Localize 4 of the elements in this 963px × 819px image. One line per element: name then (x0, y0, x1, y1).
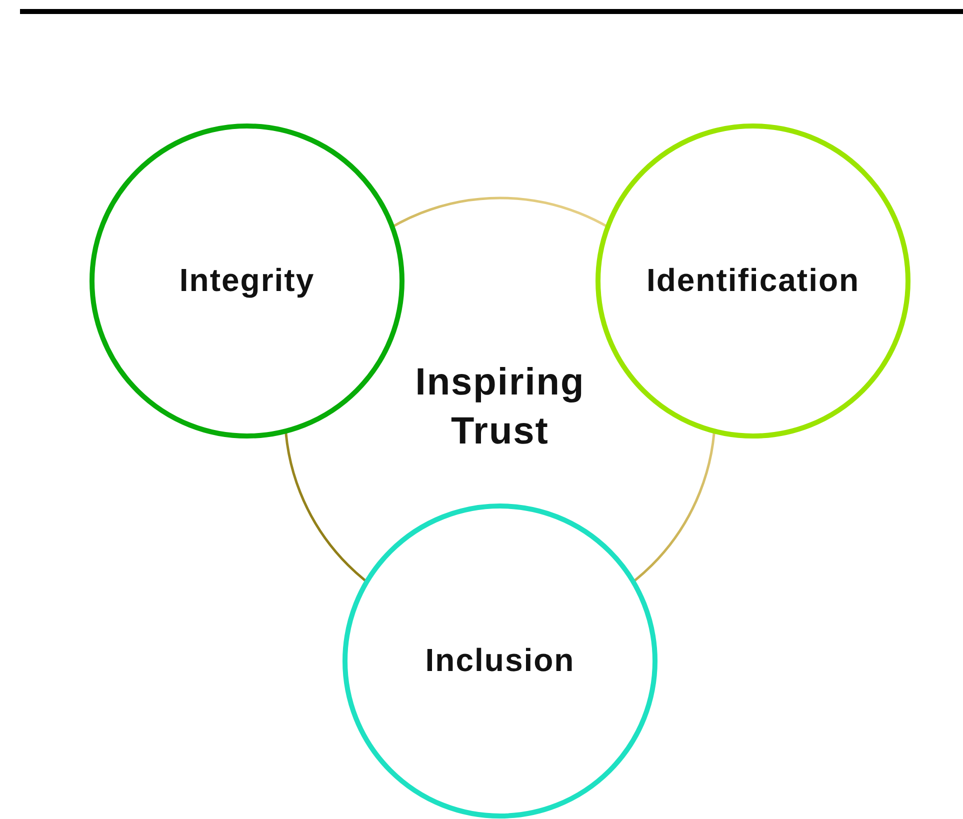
circle-label: Inspiring Trust (414, 360, 586, 455)
circle-label: Inclusion (425, 641, 575, 680)
circle-label: Integrity (179, 261, 315, 300)
circle-label: Identification (646, 261, 860, 300)
